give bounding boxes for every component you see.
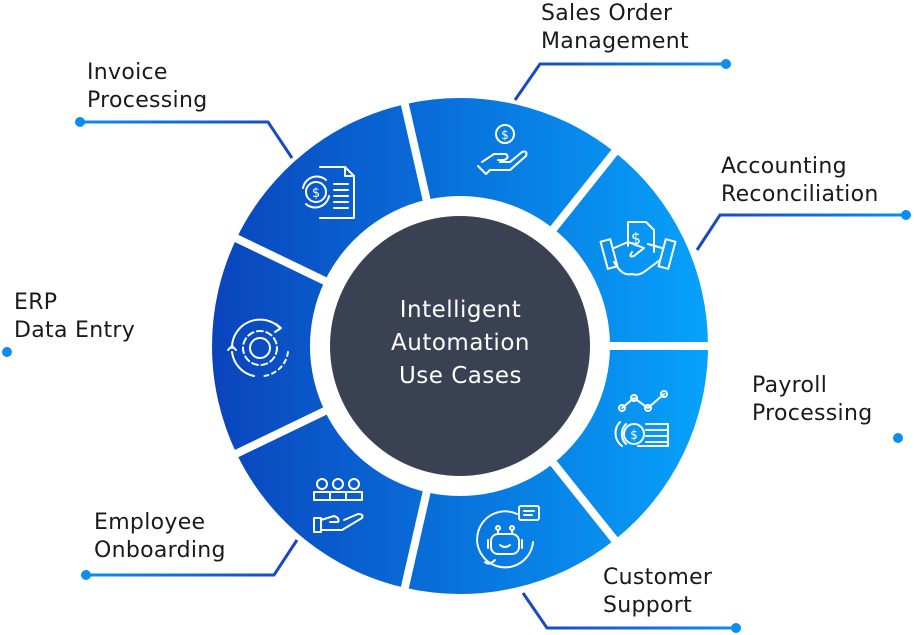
center-title: Intelligent Automation Use Cases [330, 294, 591, 393]
connector-sales [513, 59, 731, 101]
segment-divider [547, 145, 621, 236]
label-line: Support [603, 593, 693, 618]
invoice-dollar-icon: $ [302, 166, 355, 219]
label-line: Customer [603, 565, 713, 590]
handshake-document-icon: $ [599, 221, 677, 276]
gear-cycle-icon [227, 318, 289, 377]
connector-customer [521, 592, 741, 633]
connector-erp [2, 347, 210, 357]
segment-divider [399, 98, 432, 206]
label-line: Onboarding [94, 538, 226, 563]
segment-erp [212, 238, 325, 454]
coins-chart-icon: $ [614, 390, 669, 447]
center-title-line: Automation [391, 330, 530, 356]
center-title-line: Intelligent [399, 297, 522, 323]
label-line: Invoice [87, 60, 168, 85]
svg-text:$: $ [631, 229, 641, 248]
label-line: Processing [87, 88, 208, 113]
segment-divider [399, 486, 432, 594]
svg-text:$: $ [312, 186, 320, 201]
label-line: Employee [94, 510, 206, 535]
segment-divider [230, 405, 332, 460]
segment-invoice [236, 104, 427, 281]
center-circle [330, 216, 590, 476]
label-line: Accounting [721, 154, 847, 179]
hand-coin-icon: $ [477, 124, 528, 175]
chatbot-icon [476, 505, 540, 569]
label-line: Management [541, 29, 689, 54]
segment-accounting [553, 152, 708, 346]
connector-accounting [695, 210, 911, 251]
label-line: Data Entry [14, 318, 136, 343]
team-hand-icon [313, 478, 364, 533]
connector-employee [81, 539, 299, 580]
label-line: ERP [14, 290, 58, 315]
segment-sales [404, 98, 615, 229]
label-erp-data-entry: ERP Data Entry [14, 289, 135, 345]
connector-invoice [75, 117, 294, 159]
label-line: Reconciliation [721, 182, 879, 207]
label-line: Sales Order [541, 1, 673, 26]
segment-divider [547, 456, 621, 547]
center-title-line: Use Cases [398, 363, 523, 389]
connector-payroll [697, 433, 903, 443]
label-line: Payroll [752, 373, 828, 398]
svg-text:$: $ [630, 428, 638, 442]
label-line: Processing [752, 401, 873, 426]
svg-text:$: $ [501, 128, 509, 142]
segment-divider [230, 232, 332, 287]
